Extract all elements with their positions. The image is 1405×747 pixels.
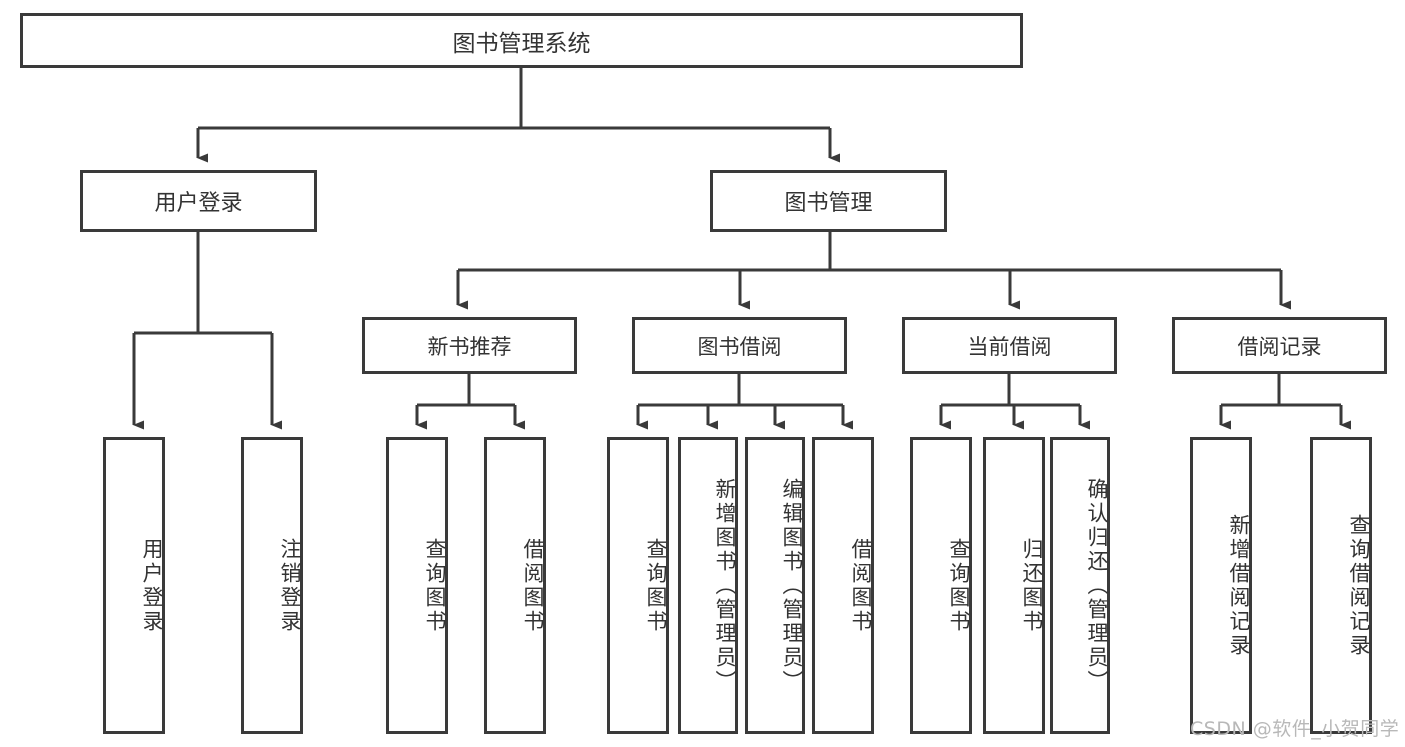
node-book-manage[interactable]: 图书管理 (710, 170, 947, 232)
node-label: 借阅记录 (1237, 334, 1322, 359)
node-label: 注销登录 (278, 537, 302, 634)
node-root-system[interactable]: 图书管理系统 (20, 13, 1023, 68)
node-new-book-recommend[interactable]: 新书推荐 (362, 317, 577, 374)
node-label: 借阅图书 (521, 537, 545, 634)
leaf-confirm-return-admin[interactable]: 确认归还（管理员） (1050, 437, 1110, 734)
leaf-user-login[interactable]: 用户登录 (103, 437, 165, 734)
leaf-edit-book-admin[interactable]: 编辑图书（管理员） (745, 437, 805, 734)
node-label: 图书借阅 (697, 334, 782, 359)
node-borrow-record[interactable]: 借阅记录 (1172, 317, 1387, 374)
leaf-logout[interactable]: 注销登录 (241, 437, 303, 734)
node-label: 查询图书 (947, 537, 971, 634)
node-label: 用户登录 (140, 537, 164, 634)
node-label: 用户登录 (154, 191, 243, 216)
leaf-add-borrow-record[interactable]: 新增借阅记录 (1190, 437, 1252, 734)
node-label: 编辑图书（管理员） (780, 477, 804, 694)
node-label: 确认归还（管理员） (1085, 477, 1109, 694)
leaf-borrow-book-2[interactable]: 借阅图书 (812, 437, 874, 734)
leaf-add-book-admin[interactable]: 新增图书（管理员） (678, 437, 738, 734)
leaf-query-book-3[interactable]: 查询图书 (910, 437, 972, 734)
node-label: 当前借阅 (967, 334, 1052, 359)
node-label: 图书管理 (784, 191, 873, 216)
leaf-query-book-2[interactable]: 查询图书 (607, 437, 669, 734)
leaf-borrow-book-1[interactable]: 借阅图书 (484, 437, 546, 734)
node-current-borrow[interactable]: 当前借阅 (902, 317, 1117, 374)
watermark-text: CSDN @软件_小贺同学 (1190, 718, 1400, 740)
node-user-login[interactable]: 用户登录 (80, 170, 317, 232)
node-label: 查询借阅记录 (1347, 513, 1371, 658)
node-label: 新增借阅记录 (1227, 513, 1251, 658)
node-label: 图书管理系统 (452, 30, 591, 57)
node-label: 借阅图书 (849, 537, 873, 634)
node-book-borrow[interactable]: 图书借阅 (632, 317, 847, 374)
leaf-return-book[interactable]: 归还图书 (983, 437, 1045, 734)
node-label: 查询图书 (644, 537, 668, 634)
leaf-query-book-1[interactable]: 查询图书 (386, 437, 448, 734)
node-label: 新书推荐 (427, 334, 512, 359)
leaf-query-borrow-record[interactable]: 查询借阅记录 (1310, 437, 1372, 734)
node-label: 新增图书（管理员） (713, 477, 737, 694)
node-label: 查询图书 (423, 537, 447, 634)
node-label: 归还图书 (1020, 537, 1044, 634)
